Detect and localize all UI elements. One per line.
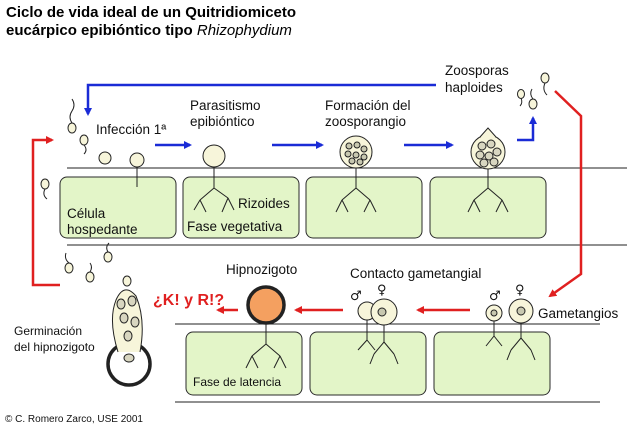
- arrow-reinfection-loop: [84, 83, 436, 116]
- encysted-zoospores: [98, 151, 145, 187]
- female-symbol-contact: ♀: [377, 283, 387, 298]
- label-fase-latencia: Fase de latencia: [193, 375, 281, 389]
- female-symbol-right: ♀: [515, 283, 525, 298]
- hypnozygote-cell: [246, 285, 286, 325]
- rhizoids: [245, 323, 287, 369]
- host-cell-1: [59, 176, 177, 239]
- host-cell-7: [433, 331, 551, 396]
- label-germinacion-1: Germinación: [14, 324, 82, 338]
- arrow-to-gametangia: [548, 90, 583, 298]
- label-formacion-1: Formación del: [325, 98, 411, 113]
- arrow-germination-loop: [31, 136, 60, 287]
- label-infeccion: Infección 1ª: [96, 122, 167, 137]
- top-host-cells: [59, 176, 547, 239]
- forming-zoosporangium: [335, 135, 377, 213]
- zoospore-group-top-left: [67, 98, 89, 155]
- zoospore-flagellum: [69, 98, 75, 124]
- zoospore-flagellum: [83, 144, 87, 155]
- label-parasitismo-2: epibióntico: [190, 114, 255, 129]
- cyst: [129, 152, 145, 168]
- rhizoids: [467, 169, 509, 213]
- bottom-host-cells: [185, 331, 551, 396]
- arrow-zoospore-release: [517, 116, 537, 142]
- germination-zoospores: [40, 178, 132, 287]
- zoospore: [79, 134, 89, 146]
- diagram-title-line1: Ciclo de vida ideal de un Quitridiomicet…: [6, 4, 296, 21]
- diagram-title-line2: eucárpico epibióntico tipo Rhizophydium: [6, 22, 292, 39]
- host-cell-5: [185, 331, 303, 396]
- epibiotic-thallus: [193, 144, 235, 213]
- host-cell-6: [309, 331, 427, 396]
- label-germinacion-2: del hipnozigoto: [14, 340, 95, 354]
- label-formacion-2: zoosporangio: [325, 114, 406, 129]
- sexual-cycle-arrows: [31, 90, 583, 314]
- gametangial-contact: [357, 298, 399, 365]
- male-symbol-contact: ♂: [350, 289, 362, 304]
- label-parasitismo-1: Parasitismo: [190, 98, 261, 113]
- mature-zoosporangium: [467, 127, 509, 213]
- gametangia: [485, 298, 536, 361]
- label-fase-vegetativa: Fase vegetativa: [187, 219, 283, 234]
- label-k-y-r-question: ¿K! y R!?: [153, 292, 224, 309]
- label-celula-2: hospedante: [67, 222, 138, 237]
- thallus: [202, 144, 226, 168]
- male-symbol-right: ♂: [489, 289, 501, 304]
- asexual-cycle-arrows: [84, 83, 537, 149]
- label-hipnozigoto: Hipnozigoto: [226, 262, 297, 277]
- label-zoosporas-2: haploides: [445, 80, 503, 95]
- zoospore: [67, 122, 77, 134]
- rhizoids: [193, 167, 235, 213]
- germinating-hypnozygote: [106, 289, 152, 387]
- rhizoids: [335, 168, 377, 213]
- label-contacto: Contacto gametangial: [350, 266, 481, 281]
- haploid-zoospores: [517, 72, 550, 110]
- hypnozygote: [245, 285, 287, 369]
- label-gametangios: Gametangios: [538, 306, 619, 321]
- label-celula-1: Célula: [67, 206, 106, 221]
- host-cell-3: [305, 176, 423, 239]
- label-zoosporas-1: Zoosporas: [445, 63, 509, 78]
- host-cell-2: [182, 176, 300, 239]
- copyright-notice: © C. Romero Zarco, USE 2001: [5, 414, 143, 425]
- cyst: [98, 151, 112, 165]
- label-rizoides: Rizoides: [238, 196, 290, 211]
